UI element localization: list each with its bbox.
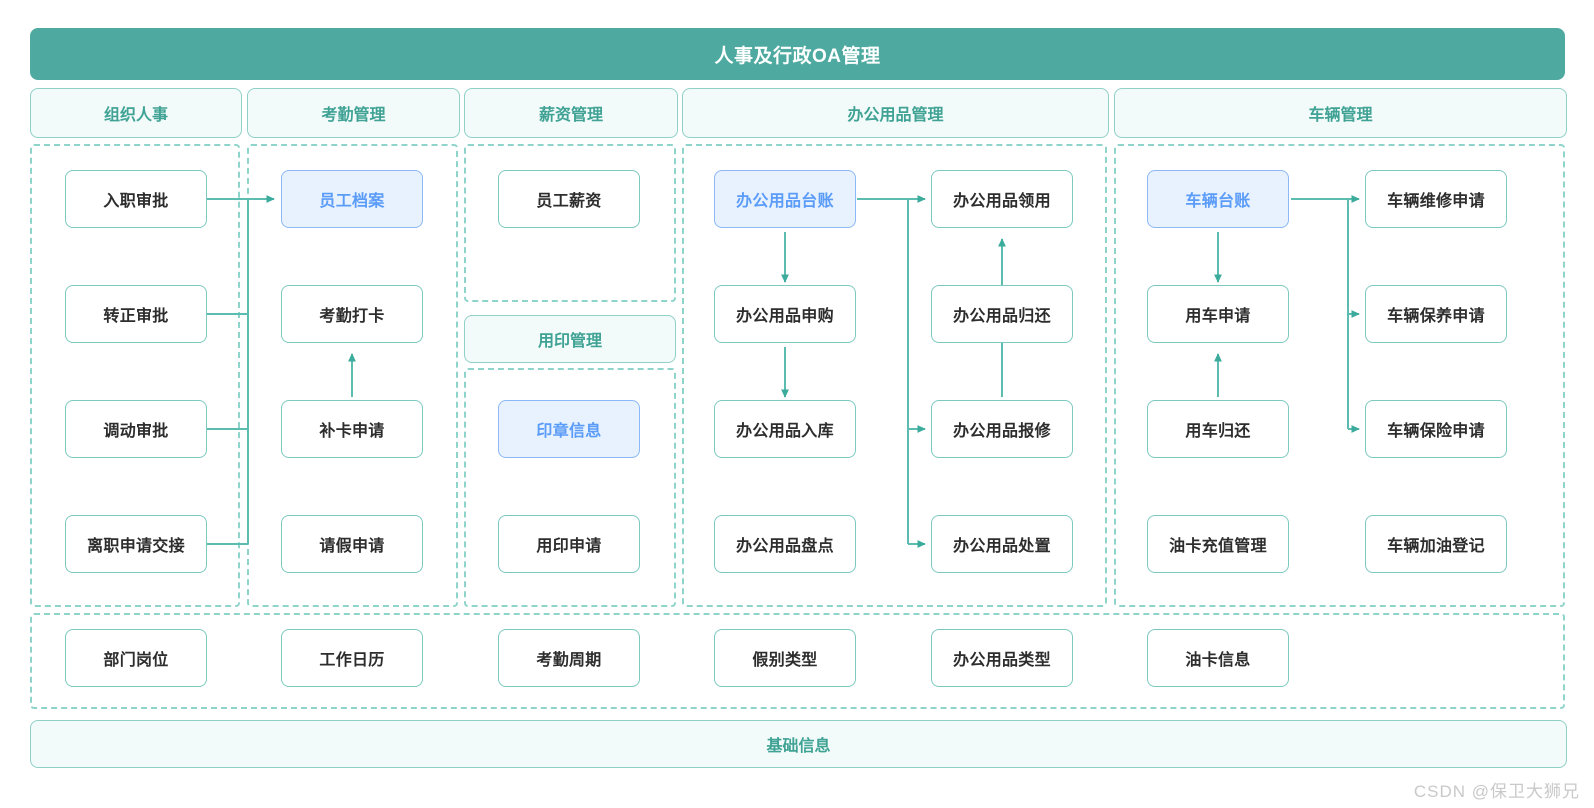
tab-organization[interactable]: 组织人事 <box>30 88 242 138</box>
node-regularization-approval[interactable]: 转正审批 <box>65 285 207 343</box>
watermark: CSDN @保卫大狮兄 <box>1413 782 1580 801</box>
node-attendance-punch[interactable]: 考勤打卡 <box>281 285 423 343</box>
base-info-bar[interactable]: 基础信息 <box>30 720 1567 768</box>
node-office-supply-return[interactable]: 办公用品归还 <box>931 285 1073 343</box>
node-vehicle-refuel-record[interactable]: 车辆加油登记 <box>1365 515 1507 573</box>
node-office-supply-repair[interactable]: 办公用品报修 <box>931 400 1073 458</box>
node-office-supply-collection[interactable]: 办公用品领用 <box>931 170 1073 228</box>
group-organization <box>30 144 240 607</box>
group-payroll <box>464 144 676 302</box>
node-seal-request[interactable]: 用印申请 <box>498 515 640 573</box>
node-vehicle-use-request[interactable]: 用车申请 <box>1147 285 1289 343</box>
node-punch-correction-request[interactable]: 补卡申请 <box>281 400 423 458</box>
group-office-supply <box>682 144 1107 607</box>
node-office-supply-inbound[interactable]: 办公用品入库 <box>714 400 856 458</box>
tab-vehicle[interactable]: 车辆管理 <box>1114 88 1567 138</box>
node-fuel-card-info[interactable]: 油卡信息 <box>1147 629 1289 687</box>
tab-payroll[interactable]: 薪资管理 <box>464 88 678 138</box>
node-vehicle-insurance-request[interactable]: 车辆保险申请 <box>1365 400 1507 458</box>
sublabel-seal-management[interactable]: 用印管理 <box>464 315 676 363</box>
node-vehicle-repair-request[interactable]: 车辆维修申请 <box>1365 170 1507 228</box>
tab-office-supply[interactable]: 办公用品管理 <box>682 88 1109 138</box>
node-fuel-card-recharge[interactable]: 油卡充值管理 <box>1147 515 1289 573</box>
node-leave-type[interactable]: 假别类型 <box>714 629 856 687</box>
node-resignation-handover[interactable]: 离职申请交接 <box>65 515 207 573</box>
node-vehicle-return[interactable]: 用车归还 <box>1147 400 1289 458</box>
tab-attendance[interactable]: 考勤管理 <box>247 88 460 138</box>
group-vehicle <box>1114 144 1565 607</box>
node-transfer-approval[interactable]: 调动审批 <box>65 400 207 458</box>
node-employee-salary[interactable]: 员工薪资 <box>498 170 640 228</box>
node-leave-request[interactable]: 请假申请 <box>281 515 423 573</box>
node-department-position[interactable]: 部门岗位 <box>65 629 207 687</box>
node-vehicle-ledger[interactable]: 车辆台账 <box>1147 170 1289 228</box>
node-attendance-cycle[interactable]: 考勤周期 <box>498 629 640 687</box>
node-vehicle-maintenance-request[interactable]: 车辆保养申请 <box>1365 285 1507 343</box>
group-basic-info <box>30 613 1565 709</box>
node-office-supply-ledger[interactable]: 办公用品台账 <box>714 170 856 228</box>
node-work-calendar[interactable]: 工作日历 <box>281 629 423 687</box>
node-office-supply-stocktake[interactable]: 办公用品盘点 <box>714 515 856 573</box>
node-office-supply-purchase[interactable]: 办公用品申购 <box>714 285 856 343</box>
node-office-supply-disposal[interactable]: 办公用品处置 <box>931 515 1073 573</box>
node-seal-info[interactable]: 印章信息 <box>498 400 640 458</box>
node-employee-profile[interactable]: 员工档案 <box>281 170 423 228</box>
node-office-supply-type[interactable]: 办公用品类型 <box>931 629 1073 687</box>
node-onboarding-approval[interactable]: 入职审批 <box>65 170 207 228</box>
group-seal <box>464 368 676 607</box>
page-title: 人事及行政OA管理 <box>30 28 1565 80</box>
